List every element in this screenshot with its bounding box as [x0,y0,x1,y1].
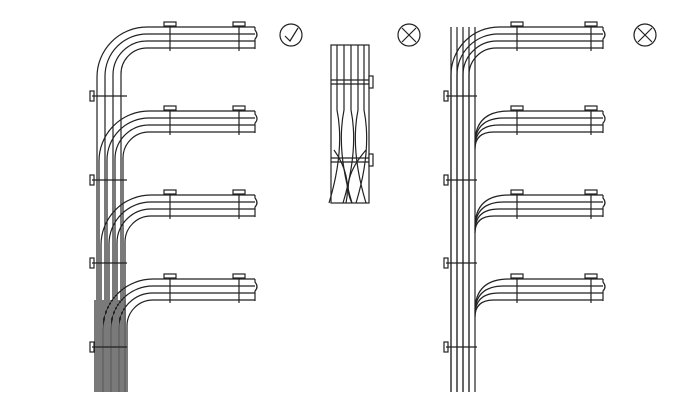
cable-clamp [163,273,177,279]
cable-branch [102,273,258,392]
cable-clamp [584,105,598,111]
cable-clamp [584,273,598,279]
cable-clamp [510,21,524,27]
cable-clamp [232,21,246,27]
incorrect-cable-layout [443,21,606,392]
twisted-cable-bundle [328,44,374,204]
cable-clamp [368,153,374,167]
cable-clamp [510,105,524,111]
cable-clamp [163,105,177,111]
cable-branch [474,273,606,318]
bundle-outline [330,44,370,204]
cable-branch [100,189,258,392]
cable-clamp [232,189,246,195]
cross-mark-icon [633,23,657,47]
cable-clamp [510,273,524,279]
cable-clamp [368,75,374,89]
cable-clamp [163,21,177,27]
correct-cable-layout [89,21,258,392]
cross-mark-icon [397,23,421,47]
cable-clamp [232,105,246,111]
cable-branch [474,105,606,150]
cable-clamp [584,189,598,195]
cable-clamp [510,189,524,195]
cable-clamp [232,273,246,279]
cable-clamp [163,189,177,195]
check-mark-icon [279,23,303,47]
cable-branch [450,21,606,392]
cable-branch [96,21,258,392]
cable-branch [98,105,258,392]
cable-clamp [584,21,598,27]
cable-branch [474,189,606,234]
